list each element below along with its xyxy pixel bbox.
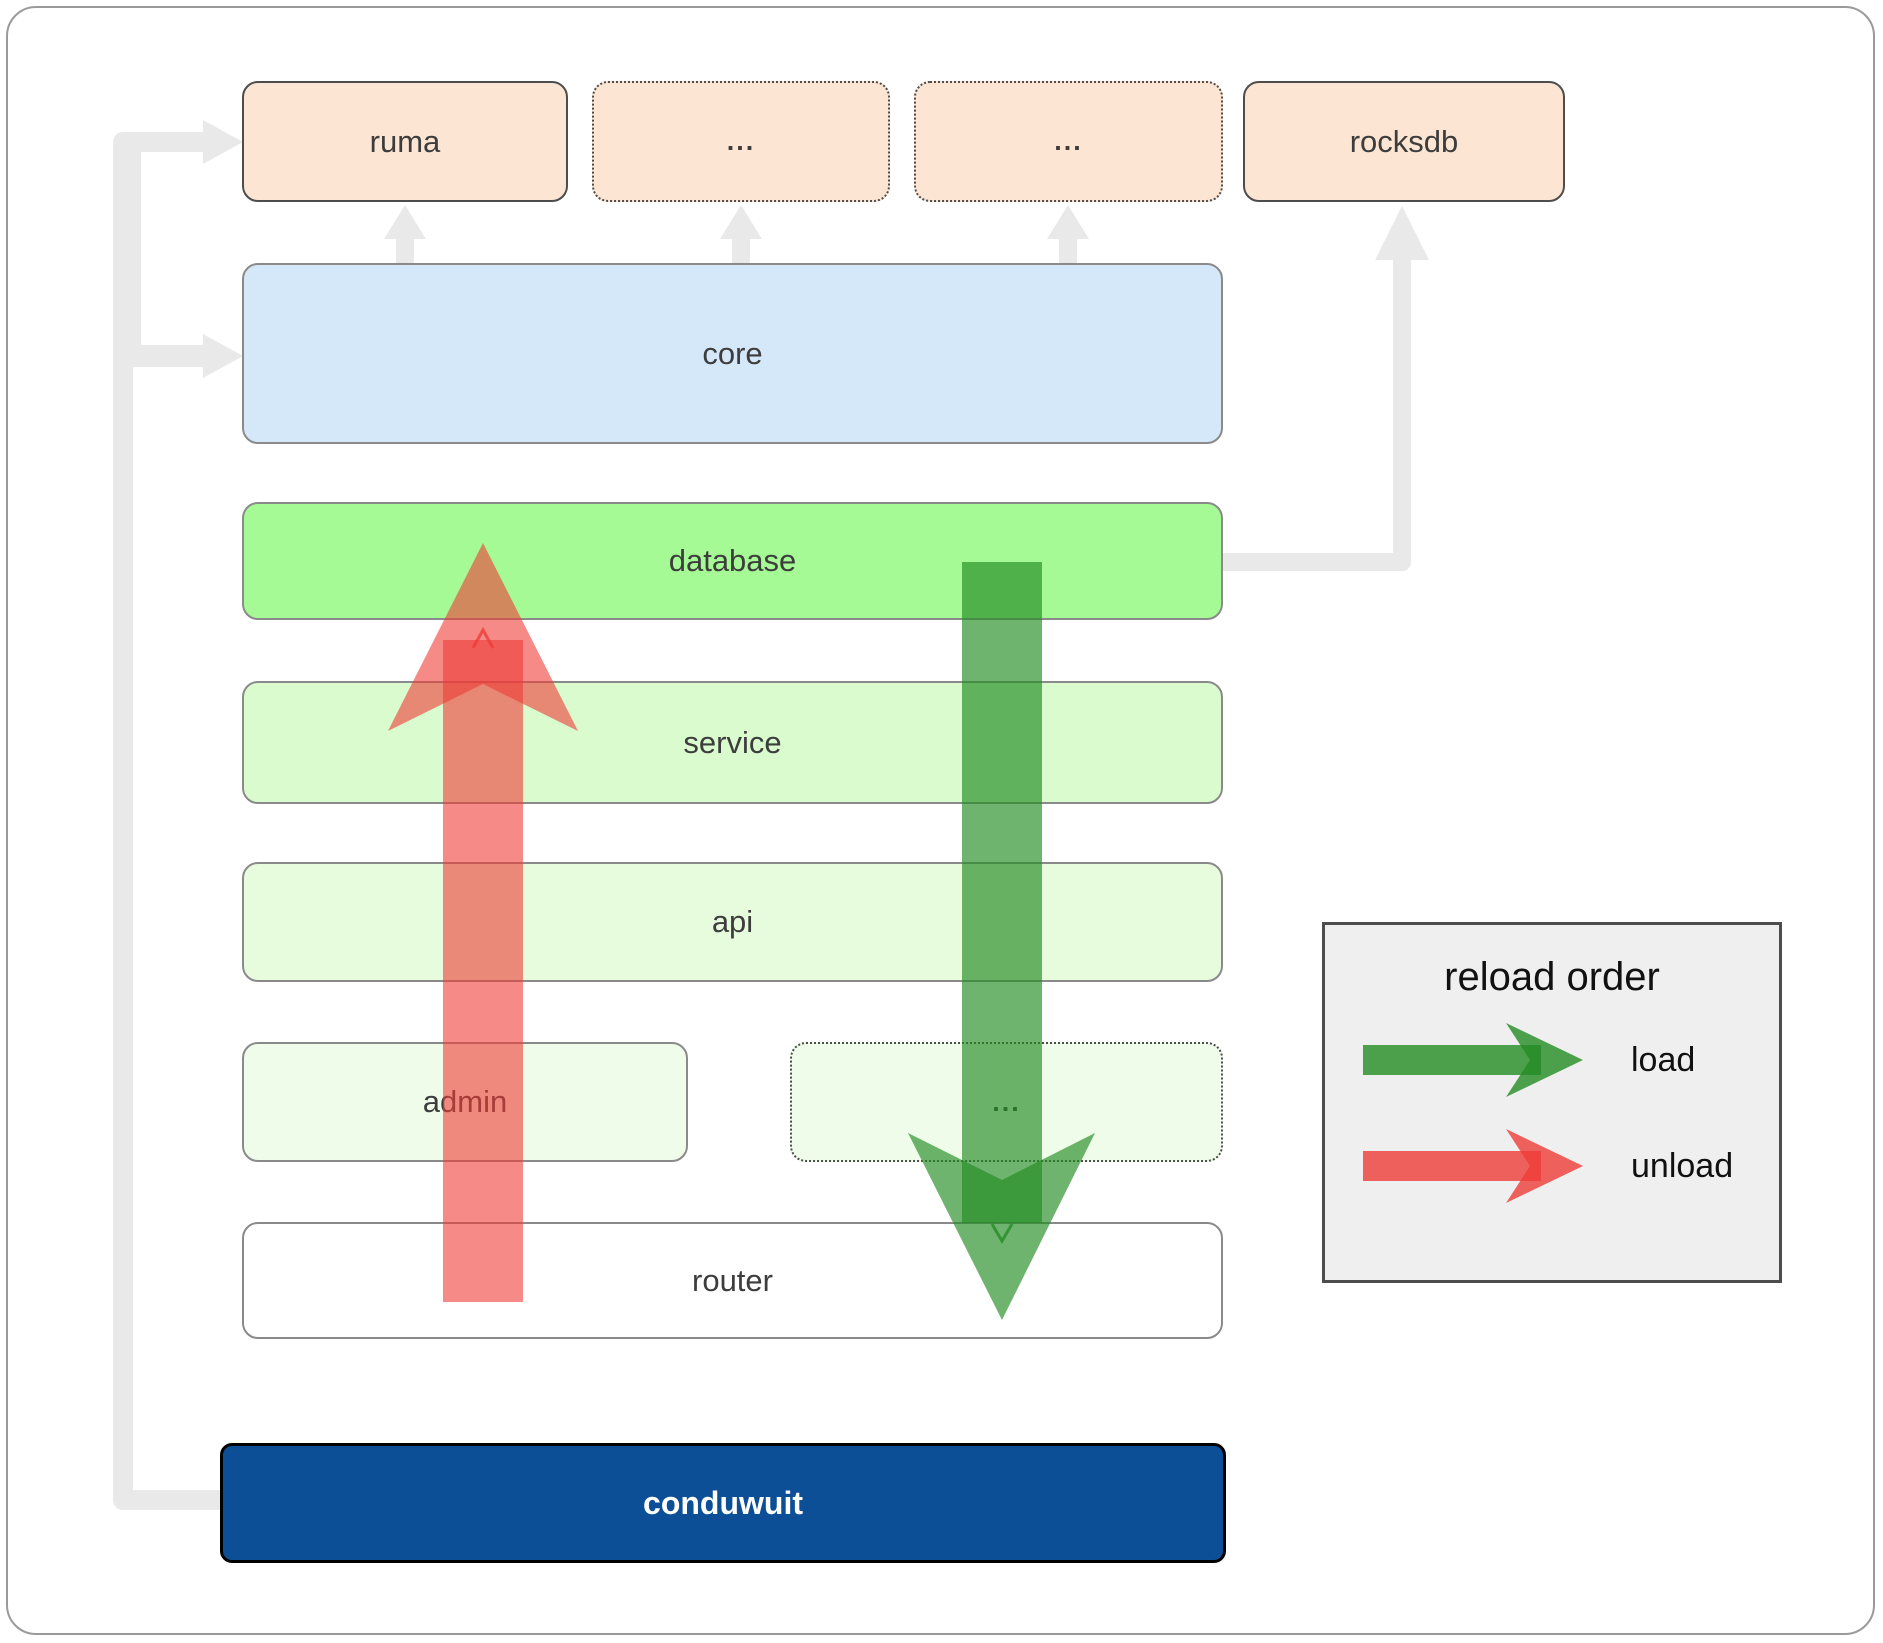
arrowhead-into-ruma-icon	[203, 120, 243, 164]
arrowhead-core-to-crate-1-icon	[720, 205, 762, 239]
arrowhead-into-core-icon	[203, 334, 243, 378]
legend-unload-head	[1506, 1129, 1583, 1203]
arrowhead-into-rocksdb-icon	[1375, 206, 1429, 260]
box-database: database	[242, 502, 1223, 620]
box-service-label: service	[683, 724, 782, 760]
box-service: service	[242, 681, 1223, 804]
box-database-label: database	[668, 543, 797, 578]
legend-unload-label: unload	[1631, 1146, 1734, 1185]
box-conduwuit-label: conduwuit	[643, 1484, 803, 1521]
box-service-dots: ...	[790, 1042, 1223, 1162]
box-api-label: api	[711, 904, 754, 939]
legend-load-label: load	[1631, 1040, 1696, 1079]
box-crate-dots-2: ...	[914, 81, 1223, 202]
box-router-label: router	[692, 1262, 773, 1298]
legend-unload-shaft	[1363, 1151, 1541, 1181]
box-core-label: core	[702, 335, 763, 371]
legend-load-head	[1506, 1023, 1583, 1097]
arrowhead-core-to-ruma-icon	[384, 205, 426, 239]
legend-title: reload order	[1444, 955, 1660, 999]
box-api: api	[242, 862, 1223, 982]
connector-conduwuit-to-core-vertical	[133, 142, 141, 356]
box-ruma: ruma	[242, 81, 568, 202]
box-crate-dots-2-label: ...	[1054, 126, 1083, 156]
unload-arrow-marker-icon	[471, 626, 495, 649]
connector-conduwuit-to-ruma	[113, 132, 222, 1510]
box-conduwuit: conduwuit	[220, 1443, 1226, 1563]
legend: reload order load unload	[1322, 922, 1782, 1283]
box-rocksdb-label: rocksdb	[1349, 123, 1459, 159]
unload-arrow-icon	[1363, 1129, 1583, 1203]
box-admin: admin	[242, 1042, 688, 1162]
legend-load-shaft	[1363, 1045, 1541, 1075]
connector-database-to-rocksdb	[1223, 260, 1411, 571]
legend-row-unload: unload	[1363, 1120, 1779, 1212]
arrowhead-core-to-crate-2-icon	[1047, 205, 1089, 239]
box-admin-label: admin	[422, 1084, 508, 1119]
box-ruma-label: ruma	[369, 123, 441, 159]
legend-row-load: load	[1363, 1014, 1779, 1106]
box-crate-dots-1-label: ...	[726, 126, 756, 156]
box-router: router	[242, 1222, 1223, 1339]
load-arrow-icon	[1363, 1023, 1583, 1097]
box-service-dots-label: ...	[992, 1086, 1021, 1117]
box-crate-dots-1: ...	[592, 81, 890, 202]
box-core: core	[242, 263, 1223, 444]
box-rocksdb: rocksdb	[1243, 81, 1565, 202]
